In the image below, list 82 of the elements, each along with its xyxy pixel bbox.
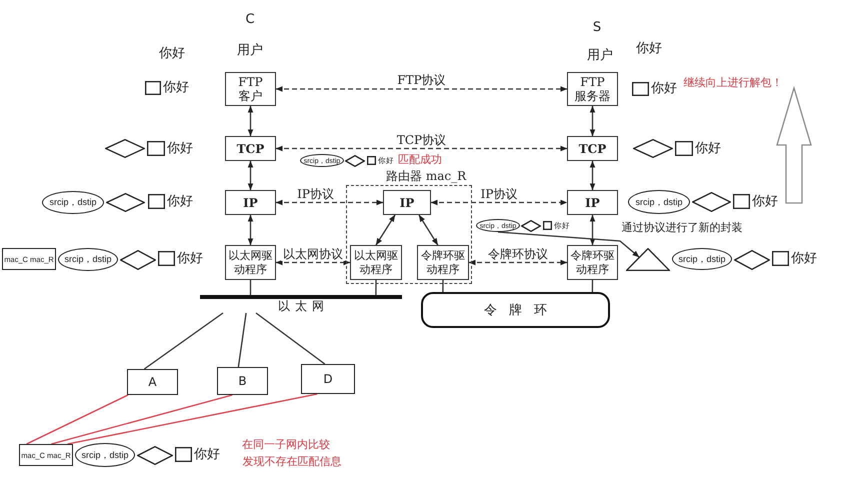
data-text: 你好 [167,141,193,156]
connector-line [442,280,444,292]
side-label: C [245,12,255,28]
connector-line [51,394,232,445]
side-label: S [592,20,602,36]
dashed-double-arrow [276,146,568,152]
edge-label: IP协议 [295,186,336,200]
data-text: 你好 [791,251,817,266]
data-text: 你好 [159,46,185,62]
connector-line [375,280,377,295]
protocol-box: 令牌环驱动程序 [417,245,469,280]
edge-label: 令牌环协议 [486,246,550,260]
data-text: 你好 [636,41,662,57]
edge-label: 以太网协议 [281,246,345,260]
protocol-box: FTP 客户 [225,72,276,106]
double-arrow [590,214,596,246]
connector-line [67,393,318,445]
double-arrow [375,214,396,246]
dashed-double-arrow [276,86,568,92]
protocol-box: FTP 服务器 [567,72,618,106]
data-text: 你好 [167,194,193,209]
protocol-box: IP [567,190,618,215]
double-arrow [590,106,596,136]
diamond-shape [345,154,365,166]
annotation-text: 发现不存在匹配信息 [242,455,342,469]
diamond-shape [137,446,173,465]
diamond-shape [692,192,731,212]
diamond-shape [106,193,145,212]
host-box: B [217,367,268,395]
dashed-double-arrow [276,200,384,206]
double-arrow [248,160,254,190]
annotation-text: 继续向上进行解包！ [684,76,782,90]
data-text: 你好 [194,447,220,462]
dashed-double-arrow [468,260,568,266]
diamond-shape [734,250,770,270]
protocol-box: TCP [225,136,276,161]
edge-label: FTP协议 [395,73,448,87]
group-title: 路由器 mac_R [386,169,466,183]
double-arrow [418,214,438,246]
host-box: A [127,369,178,395]
protocol-box: TCP [567,136,618,161]
double-arrow [248,106,254,136]
ip-address-ellipse: srcip，dstip [672,248,732,270]
annotation-text: 匹配成功 [398,153,442,167]
host-box: D [301,364,355,394]
user-label: 用户 [237,43,263,59]
diamond-shape [521,220,541,232]
triangle-shape [626,248,670,271]
protocol-box: 以太网驱动程序 [225,245,276,280]
connector-line [250,280,252,295]
diamond-shape [633,139,673,158]
connector-line [26,394,128,445]
arrow [498,231,640,258]
protocol-box: 以太网驱动程序 [350,245,402,280]
connector-line [592,280,594,292]
protocol-box: IP [225,190,276,215]
data-text: 你好 [651,82,677,96]
double-arrow [590,160,596,190]
connector-line [256,312,326,365]
user-label: 用户 [587,48,613,64]
data-text: 你好 [752,194,778,209]
data-text: 你好 [177,251,203,266]
token-ring: 令牌环 [421,292,610,328]
connector-line [238,312,247,368]
ip-address-ellipse: srcip，dstip [628,190,690,214]
edge-label: TCP协议 [394,132,448,146]
bus-label: 以太网 [277,300,329,313]
annotation-text: 在同一子网内比较 [242,438,330,452]
diamond-shape [120,250,156,270]
protocol-box: 令牌环驱动程序 [567,245,618,280]
dashed-double-arrow [276,260,350,266]
data-text: 你好 [695,141,721,156]
protocol-box: IP [383,190,431,215]
ip-address-ellipse: srcip，dstip [75,443,135,467]
double-arrow [248,214,254,246]
ip-address-ellipse: srcip，dstip [58,248,118,271]
annotation-text: 通过协议进行了新的封装 [622,221,742,235]
dashed-double-arrow [430,200,568,206]
data-text: 你好 [163,81,189,95]
ip-address-ellipse: srcip，dstip [42,191,104,214]
edge-label: IP协议 [478,186,520,200]
diamond-shape [105,139,145,158]
